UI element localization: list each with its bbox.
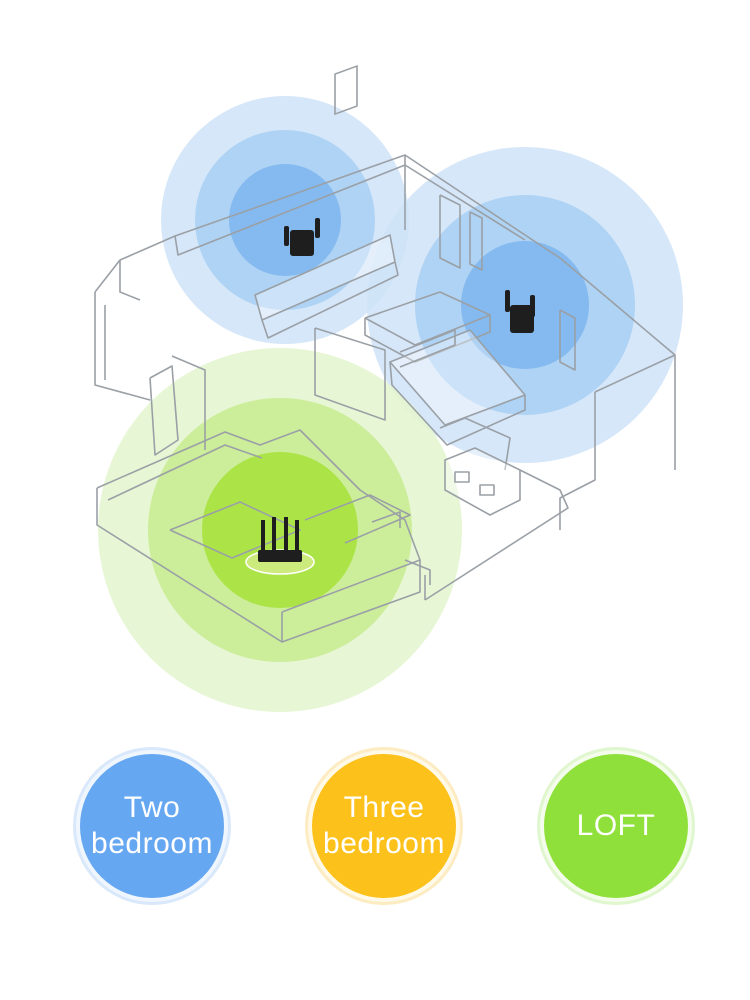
badge-line: Two [123,791,181,824]
badge-two-bedroom: Two bedroom [76,750,228,902]
floorplan-illustration [94,65,683,712]
badge-three-bedroom: Three bedroom [308,750,460,902]
badge-loft: LOFT [540,750,692,902]
wifi-repeater-icon [284,218,320,256]
badge-line: LOFT [576,809,656,842]
wifi-router-icon [245,517,315,575]
wifi-repeater-icon [505,290,535,333]
coverage-rings-repeater-left [161,96,409,344]
badge-label: Two bedroom [91,790,213,862]
badge-label: Three bedroom [323,790,445,862]
floorplan-walls [94,65,676,643]
coverage-rings-router [98,348,462,712]
badge-label: LOFT [577,808,656,844]
badge-line: bedroom [323,827,445,860]
badge-line: Three [343,791,425,824]
badge-line: bedroom [91,827,213,860]
